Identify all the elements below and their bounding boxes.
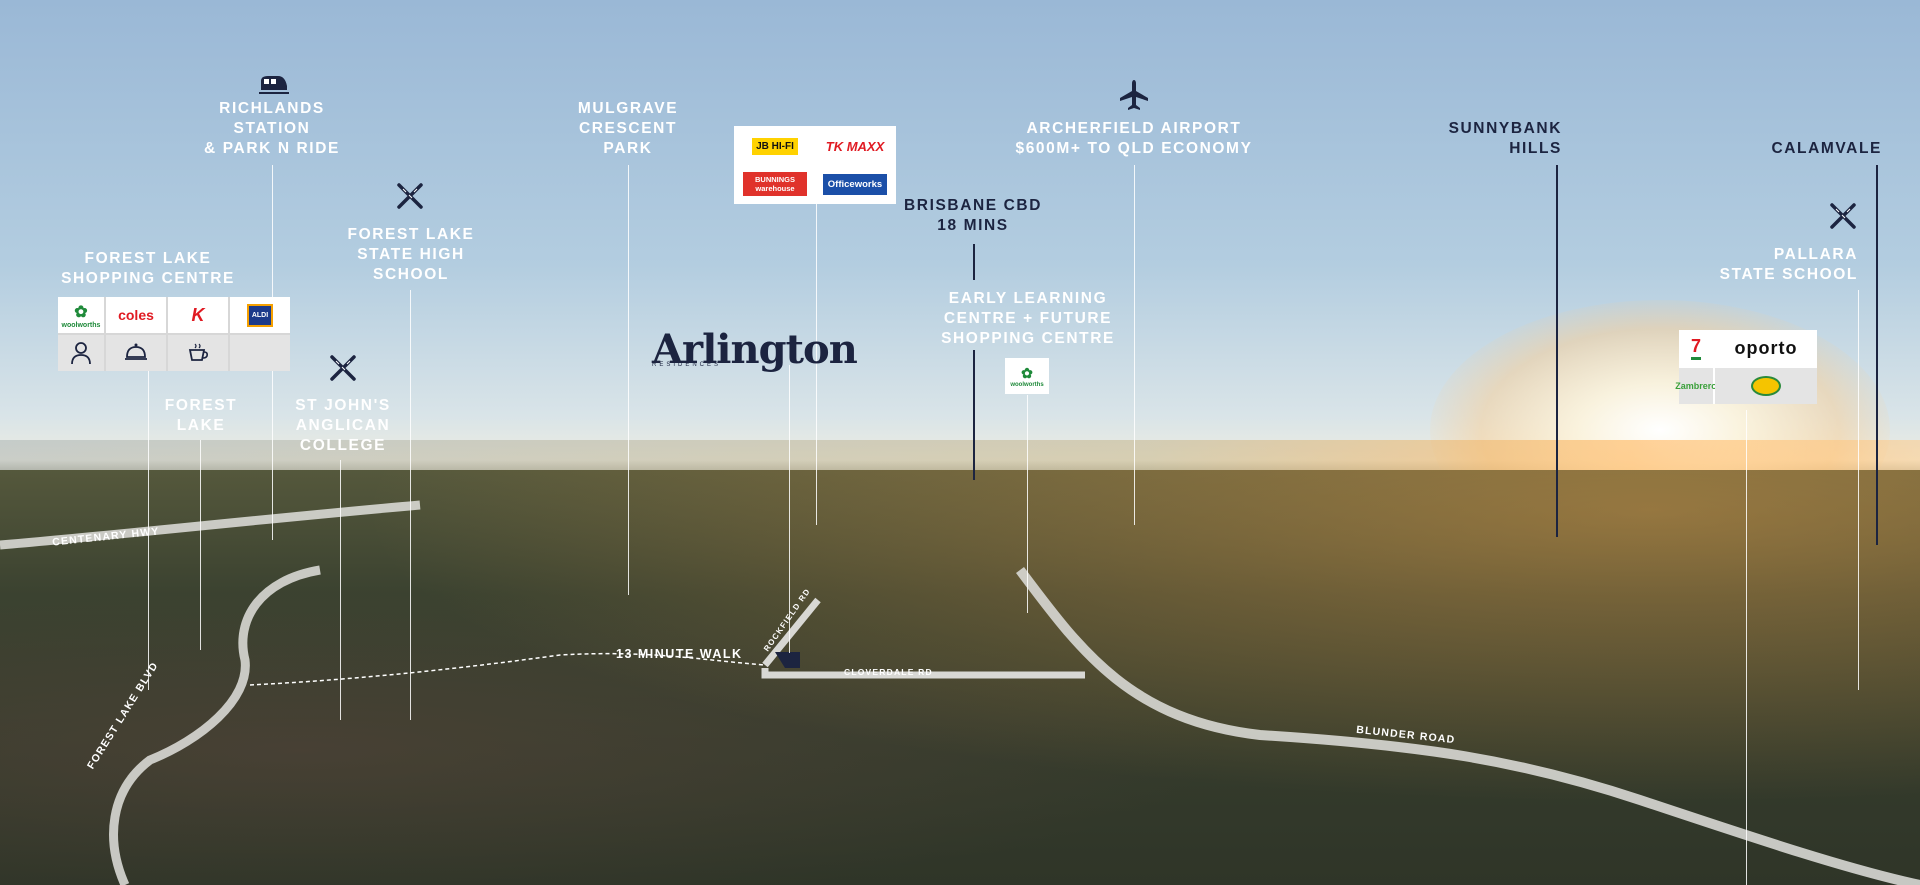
- school-icon: [330, 355, 356, 381]
- woolworths-logo: ✿woolworths: [1005, 358, 1049, 394]
- st-johns-leader: [340, 460, 341, 720]
- mulgrave-leader: [628, 165, 629, 595]
- pallara-retail-logos: 7 oporto Zambrero: [1675, 330, 1817, 404]
- st-johns-label: ST JOHN'S ANGLICAN COLLEGE: [295, 397, 391, 454]
- coles-logo: coles: [106, 297, 166, 333]
- calamvale-leader: [1876, 165, 1878, 545]
- oporto-logo: oporto: [1715, 330, 1817, 366]
- walk-label: 13 MINUTE WALK: [616, 647, 743, 661]
- coffee-cup-icon: [168, 335, 228, 371]
- forest-lake-high-leader: [410, 290, 411, 720]
- tkmaxx-logo: TK MAXX: [816, 128, 894, 164]
- pallara-label: PALLARA STATE SCHOOL: [1719, 246, 1858, 283]
- forest-lake-label: FOREST LAKE: [164, 397, 238, 434]
- officeworks-logo: Officeworks: [816, 166, 894, 202]
- forest-lake-high-label: FOREST LAKE STATE HIGH SCHOOL: [347, 226, 475, 283]
- forest-lake-sc-logos: ✿woolworths coles K ALDI: [58, 297, 290, 371]
- forest-lake-leader: [200, 440, 201, 650]
- walk-route: [249, 652, 766, 686]
- person-icon: [58, 335, 104, 371]
- sunnybank-label: SUNNYBANK HILLS: [1448, 120, 1562, 157]
- pallara-leader: [1858, 290, 1859, 690]
- archerfield-leader: [1134, 165, 1135, 525]
- jbhifi-logo: JB HI-FI: [736, 128, 814, 164]
- cloverdale-rd-road: [761, 668, 1085, 679]
- dining-cloche-icon: [106, 335, 166, 371]
- mulgrave-label: MULGRAVE CRESCENT PARK: [577, 100, 679, 157]
- kmart-logo: K: [168, 297, 228, 333]
- forest-lake-blvd-road: [109, 565, 321, 885]
- arlington-logo: Arlington: [652, 326, 858, 373]
- woolworths-logo: ✿woolworths: [58, 297, 104, 333]
- blunder-road: [1015, 567, 1920, 885]
- rockfield-rd-road: [762, 597, 821, 668]
- brisbane-cbd-leader-lower: [973, 350, 975, 480]
- brisbane-cbd-label: BRISBANE CBD 18 MINS: [903, 197, 1043, 234]
- early-learning-label: EARLY LEARNING CENTRE + FUTURE SHOPPING …: [941, 290, 1115, 347]
- forest-lake-sc-leader: [148, 370, 149, 690]
- arlington-leader: [789, 365, 790, 653]
- arlington-logo-sub: RESIDENCES: [652, 362, 722, 368]
- site-marker: [775, 652, 800, 668]
- richlands-label: RICHLANDS STATION & PARK N RIDE: [204, 100, 340, 157]
- empty-tile: [230, 335, 290, 371]
- zambrero-logo: Zambrero: [1675, 368, 1717, 404]
- retail-logos: JB HI-FI TK MAXX BUNNINGS warehouse Offi…: [734, 126, 896, 204]
- sunnybank-leader: [1556, 165, 1558, 537]
- aldi-logo: ALDI: [230, 297, 290, 333]
- calamvale-label: CALAMVALE: [1771, 140, 1882, 157]
- forest-lake-sc-label: FOREST LAKE SHOPPING CENTRE: [61, 250, 235, 287]
- airplane-icon: [1120, 80, 1148, 110]
- shops-leader: [816, 200, 817, 525]
- school-icon: [397, 183, 423, 209]
- seven-eleven-logo: 7: [1679, 330, 1713, 366]
- retail-leader: [1746, 410, 1747, 885]
- brisbane-cbd-leader: [973, 244, 975, 280]
- archerfield-label: ARCHERFIELD AIRPORT $600M+ TO QLD ECONOM…: [1015, 120, 1253, 157]
- cloverdale-rd-label: CLOVERDALE RD: [844, 667, 933, 677]
- school-icon: [1830, 203, 1856, 229]
- centenary-hwy-road: [0, 500, 421, 550]
- bunnings-logo: BUNNINGS warehouse: [736, 166, 814, 202]
- early-learning-leader: [1027, 395, 1028, 613]
- guzman-logo: [1715, 368, 1817, 404]
- train-icon: [259, 76, 289, 94]
